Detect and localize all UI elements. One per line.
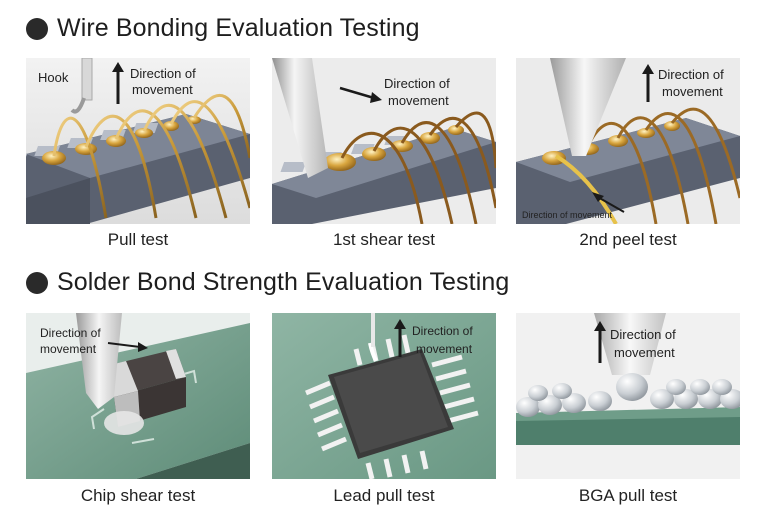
section-title-text: Solder Bond Strength Evaluation Testing (57, 268, 510, 296)
section-title-text: Wire Bonding Evaluation Testing (57, 14, 420, 42)
bullet-icon (26, 271, 48, 294)
caption-second-peel-test: 2nd peel test (579, 230, 677, 249)
direction-label-line1: Direction of (658, 67, 724, 82)
bga-pull-test-illustration: Direction of movement (516, 313, 740, 479)
direction-label-line1: Direction of (40, 326, 101, 340)
caption-bga-pull-test: BGA pull test (578, 486, 678, 505)
direction-label-line1: Direction of (610, 327, 676, 342)
lead-pull-test-illustration: Direction of movement (272, 313, 496, 479)
direction-label-line1: Direction of (412, 324, 473, 338)
caption-chip-shear-test: Chip shear test (80, 486, 196, 505)
first-shear-test-illustration: Direction of movement (272, 58, 496, 224)
direction-label-line2: movement (662, 84, 723, 99)
bullet-icon (26, 17, 48, 40)
pull-test-illustration: Hook Direction of movement (26, 58, 250, 224)
direction-label-line2: movement (416, 342, 473, 356)
direction-label-line1: Direction of (130, 66, 196, 81)
direction-label-line2: movement (614, 345, 675, 360)
caption-first-shear-test: 1st shear test (332, 230, 436, 249)
direction-label-line2: movement (388, 93, 449, 108)
section-title-wire-bonding: Wire Bonding Evaluation Testing (26, 14, 420, 43)
section-title-solder-bond: Solder Bond Strength Evaluation Testing (26, 268, 509, 297)
direction-label-line1: Direction of (384, 76, 450, 91)
hook-label: Hook (38, 70, 69, 85)
direction-label-line2: movement (132, 82, 193, 97)
direction-label-line2: movement (40, 342, 97, 356)
caption-lead-pull-test: Lead pull test (333, 486, 435, 505)
caption-pull-test: Pull test (107, 230, 169, 249)
chip-shear-test-illustration: Direction of movement (26, 313, 250, 479)
second-peel-test-illustration: Direction of movement Direction of movem… (516, 58, 740, 224)
bottom-direction-label: Direction of movement (522, 210, 613, 220)
